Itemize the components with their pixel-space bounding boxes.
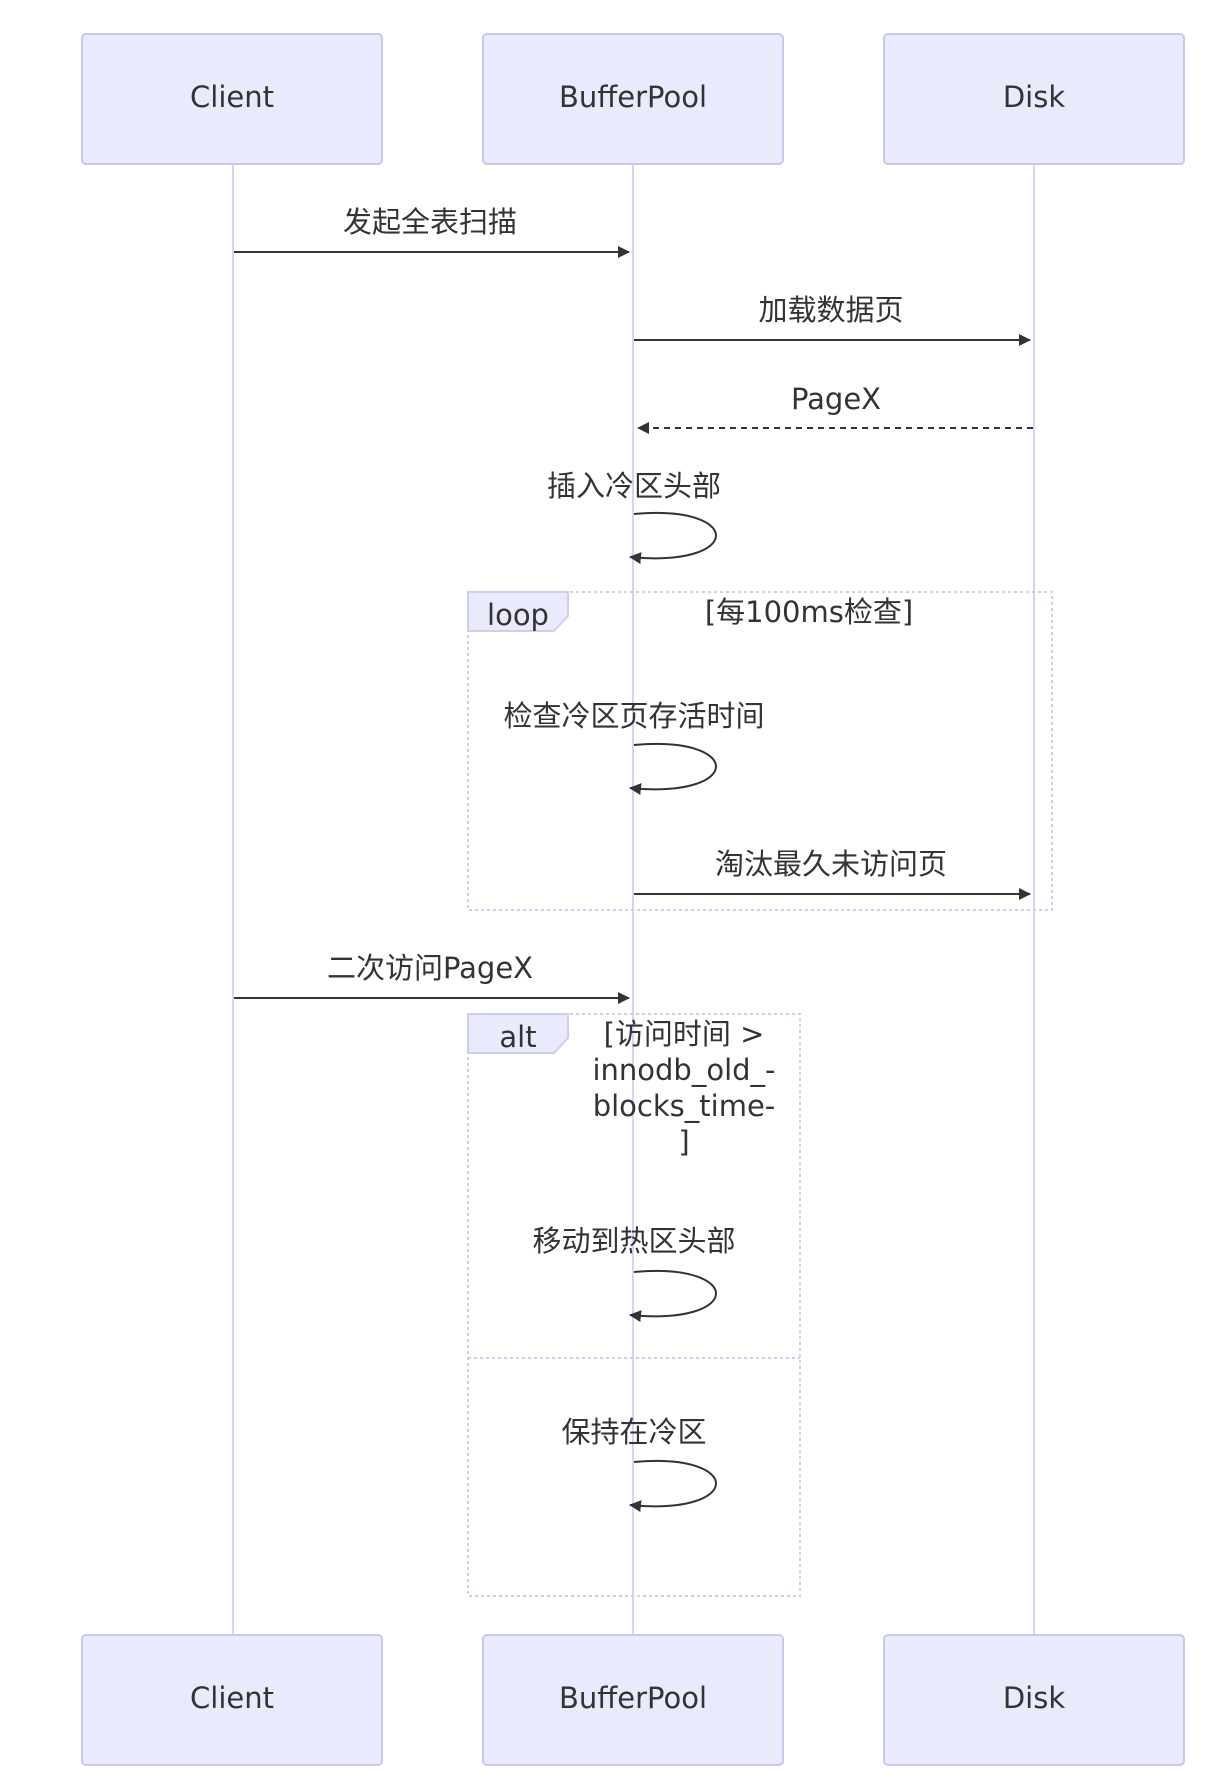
alt-condition-line: innodb_old_- [592,1053,775,1087]
alt-frame: alt [访问时间 > innodb_old_- blocks_time- ] [467,1013,801,1597]
message-label: 二次访问PageX [327,951,533,985]
message-check-cold-age: 检查冷区页存活时间 [503,699,765,796]
actor-disk-label: Disk [1003,1681,1065,1715]
actor-client-label: Client [190,1681,274,1715]
actor-client-top: Client [81,33,383,165]
message-label: 移动到热区头部 [532,1224,735,1258]
self-message-loop-arrow [629,1269,717,1323]
self-message-loop-arrow [629,742,717,796]
self-message-loop-arrow [629,511,717,565]
message-label: 淘汰最久未访问页 [715,847,947,881]
alt-condition-line: [访问时间 > [604,1017,765,1051]
message-label: PageX [791,382,881,416]
alt-condition-line: blocks_time- [593,1089,776,1123]
loop-frame: loop [每100ms检查] [467,591,1053,911]
message-label: 插入冷区头部 [547,469,721,503]
actor-disk-label: Disk [1003,80,1065,114]
alt-frame-tab [467,1013,569,1054]
self-message-loop-arrow [629,1459,717,1513]
actor-bufferpool-top: BufferPool [482,33,784,165]
message-label: 加载数据页 [758,293,903,327]
alt-frame-label: alt [499,1020,536,1054]
actor-disk-bottom: Disk [883,1634,1185,1766]
message-evict-lru-page: 淘汰最久未访问页 [634,847,1031,900]
loop-frame-label: loop [487,598,549,632]
actor-bufferpool-bottom: BufferPool [482,1634,784,1766]
message-keep-cold: 保持在冷区 [561,1415,717,1513]
message-insert-cold-head: 插入冷区头部 [547,469,721,565]
actor-disk-top: Disk [883,33,1185,165]
alt-condition-line: ] [678,1125,689,1159]
actor-client-label: Client [190,80,274,114]
message-move-hot-head: 移动到热区头部 [532,1224,736,1323]
message-load-data-page: 加载数据页 [634,293,1031,346]
actor-client-bottom: Client [81,1634,383,1766]
message-label: 保持在冷区 [561,1415,706,1449]
message-return-pagex: PageX [637,382,1033,434]
message-second-access: 二次访问PageX [234,951,630,1004]
loop-condition: [每100ms检查] [705,595,913,629]
actor-bufferpool-label: BufferPool [559,1681,707,1715]
message-label: 发起全表扫描 [343,205,517,239]
actor-bufferpool-label: BufferPool [559,80,707,114]
message-label: 检查冷区页存活时间 [503,699,764,733]
message-start-full-scan: 发起全表扫描 [234,205,630,258]
loop-frame-tab [467,591,569,632]
